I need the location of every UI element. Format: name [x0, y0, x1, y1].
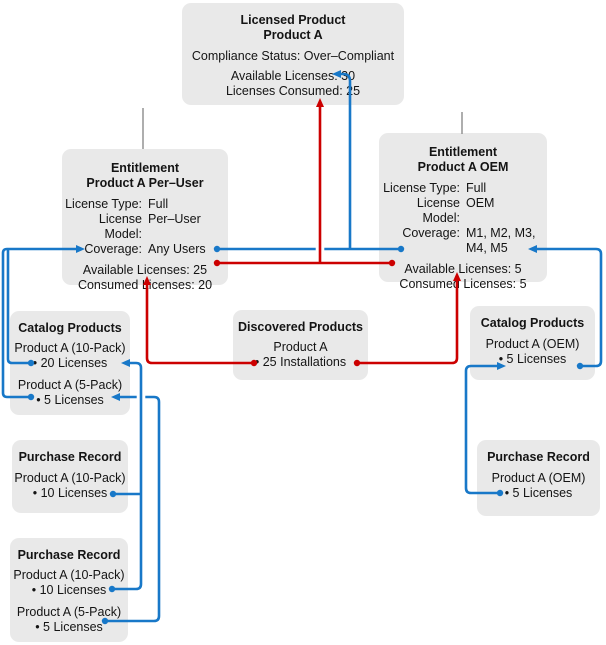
- license-type-value: Full: [466, 181, 487, 195]
- license-model-value: Per–User: [148, 212, 201, 226]
- license-type-label: License Type:: [65, 197, 142, 211]
- purchase-record-title: Purchase Record: [18, 450, 122, 464]
- oem-available-licenses: Available Licenses: 5: [404, 262, 522, 276]
- purchase-item-qty: • 5 Licenses: [504, 486, 573, 500]
- purchase-item-name: Product A (10-Pack): [14, 471, 126, 485]
- entitlement-per-user-name: Product A Per–User: [86, 176, 204, 190]
- line-crossing-gap: [136, 391, 146, 403]
- license-type-label: License Type:: [383, 181, 460, 195]
- catalog-products-left-box: Catalog Products Product A (10-Pack) • 2…: [10, 311, 130, 415]
- entitlement-oem-box: Entitlement Product A OEM License Type: …: [379, 133, 547, 291]
- entitlement-oem-name: Product A OEM: [417, 160, 509, 174]
- purchase-record-1-box: Purchase Record Product A (10-Pack) • 10…: [12, 440, 128, 513]
- per-user-available-licenses: Available Licenses: 25: [82, 263, 208, 277]
- coverage-value: Any Users: [148, 242, 206, 256]
- licensed-product-title: Licensed Product: [240, 13, 346, 27]
- license-model-row: License Model: OEM: [379, 196, 547, 226]
- purchase-record-title: Purchase Record: [17, 548, 121, 562]
- license-type-value: Full: [148, 197, 169, 211]
- catalog-item-qty: • 5 Licenses: [498, 352, 567, 366]
- licensed-product-name: Product A: [263, 28, 323, 42]
- catalog-left-title: Catalog Products: [18, 321, 122, 335]
- coverage-row: Coverage: M1, M2, M3, M4, M5: [379, 226, 547, 256]
- entitlement-per-user-box: Entitlement Product A Per–User License T…: [62, 149, 228, 292]
- per-user-consumed-licenses: Consumed Licenses: 20: [77, 278, 213, 292]
- coverage-row: Coverage: Any Users: [62, 242, 228, 257]
- catalog-item-qty: • 20 Licenses: [32, 356, 108, 370]
- oem-consumed-licenses: Consumed Licenses: 5: [399, 277, 527, 291]
- license-type-row: License Type: Full: [62, 197, 228, 212]
- license-model-row: License Model: Per–User: [62, 212, 228, 242]
- purchase-record-2-box: Purchase Record Product A (10-Pack) • 10…: [10, 538, 128, 642]
- discovered-item-name: Product A: [273, 340, 328, 354]
- license-model-label: License Model:: [416, 196, 460, 225]
- compliance-status: Compliance Status: Over–Compliant: [191, 49, 395, 63]
- discovered-products-box: Discovered Products Product A • 25 Insta…: [233, 310, 368, 380]
- catalog-right-title: Catalog Products: [480, 316, 585, 330]
- license-model-label: License Model:: [98, 212, 142, 241]
- catalog-item-name: Product A (OEM): [485, 337, 580, 351]
- license-model-value: OEM: [466, 196, 495, 210]
- discovered-title: Discovered Products: [237, 320, 364, 334]
- entitlement-per-user-title: Entitlement: [110, 161, 180, 175]
- purchase-record-right-box: Purchase Record Product A (OEM) • 5 Lice…: [477, 440, 600, 516]
- purchase-item-name: Product A (10-Pack): [13, 568, 125, 582]
- coverage-label: Coverage:: [84, 242, 142, 256]
- discovered-item-qty: • 25 Installations: [254, 355, 347, 369]
- licensed-consumed-licenses: Licenses Consumed: 25: [225, 84, 361, 98]
- catalog-products-right-box: Catalog Products Product A (OEM) • 5 Lic…: [470, 306, 595, 380]
- purchase-item-qty: • 10 Licenses: [32, 486, 108, 500]
- licensed-available-licenses: Available Licenses: 30: [230, 69, 356, 83]
- discovered-to-oem-connector: [357, 272, 461, 365]
- license-type-row: License Type: Full: [379, 181, 547, 196]
- purchase-item-name: Product A (5-Pack): [16, 605, 122, 619]
- entitlement-oem-title: Entitlement: [428, 145, 498, 159]
- line-crossing-gap: [315, 244, 325, 255]
- purchase-record-title: Purchase Record: [487, 450, 590, 464]
- purchase-item-qty: • 5 Licenses: [35, 620, 103, 634]
- coverage-label: Coverage:: [402, 226, 460, 240]
- purchase-item-name: Product A (OEM): [491, 471, 586, 485]
- licensed-product-box: Licensed Product Product A Compliance St…: [182, 3, 404, 105]
- catalog-item-name: Product A (5-Pack): [17, 378, 123, 392]
- catalog-item-qty: • 5 Licenses: [36, 393, 104, 407]
- catalog-item-name: Product A (10-Pack): [14, 341, 126, 355]
- purchase-item-qty: • 10 Licenses: [31, 583, 107, 597]
- coverage-value: M1, M2, M3, M4, M5: [466, 226, 536, 255]
